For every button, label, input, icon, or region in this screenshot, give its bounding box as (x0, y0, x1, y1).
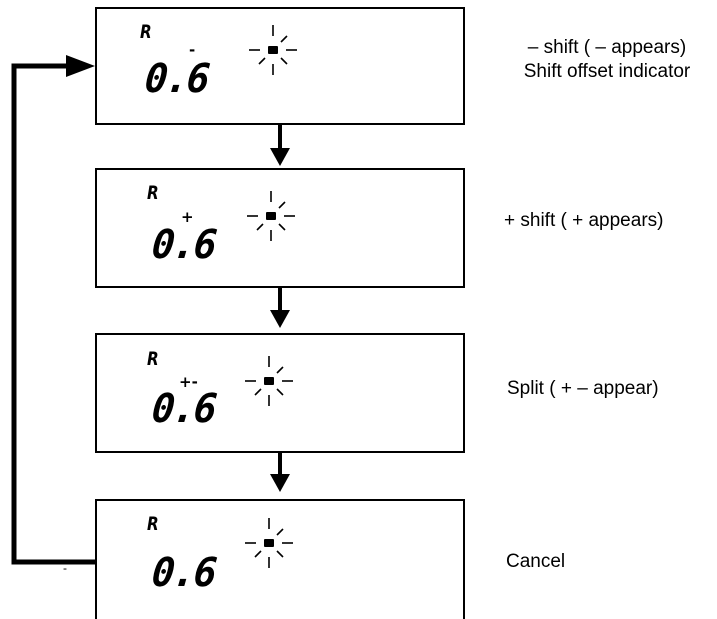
mode-letter: R (147, 513, 159, 535)
arrow-down-icon-3 (270, 451, 290, 492)
shift-sign: + (181, 208, 194, 226)
caption-plus-shift: + shift ( + appears) (504, 209, 663, 233)
shift-sign: +- (179, 373, 198, 391)
offset-value: 0.6 (142, 56, 211, 102)
blinking-flash-icon (245, 356, 293, 406)
caption-split: Split ( + – appear) (507, 377, 659, 401)
arrow-down-icon-1 (270, 123, 290, 166)
caption-line: Split ( + – appear) (507, 378, 659, 399)
offset-value: 0.6 (149, 222, 218, 268)
caption-line: + shift ( + appears) (504, 210, 664, 231)
lcd-panel-4: R 0.6 (95, 499, 465, 619)
blinking-flash-icon (247, 191, 295, 241)
mode-letter: R (147, 182, 159, 204)
offset-value: 0.6 (149, 550, 218, 596)
mode-letter: R (140, 21, 152, 43)
blinking-flash-icon (249, 25, 297, 75)
caption-minus-shift: – shift ( – appears) Shift offset indica… (504, 36, 710, 84)
shift-sign: - (189, 41, 196, 59)
stray-mark: - (63, 561, 67, 575)
offset-value: 0.6 (149, 386, 218, 432)
lcd-panel-2: R + 0.6 (95, 168, 465, 288)
return-loop-arrow (11, 55, 95, 565)
lcd-panel-1: R - 0.6 (95, 7, 465, 125)
lcd-panel-3: R +- 0.6 (95, 333, 465, 453)
mode-letter: R (147, 348, 159, 370)
caption-line: – shift ( – appears) (527, 37, 687, 58)
caption-cancel: Cancel (506, 550, 565, 574)
arrow-down-icon-2 (270, 286, 290, 328)
blinking-flash-icon (245, 518, 293, 568)
caption-line: Shift offset indicator (523, 61, 691, 82)
caption-line: Cancel (506, 551, 566, 572)
